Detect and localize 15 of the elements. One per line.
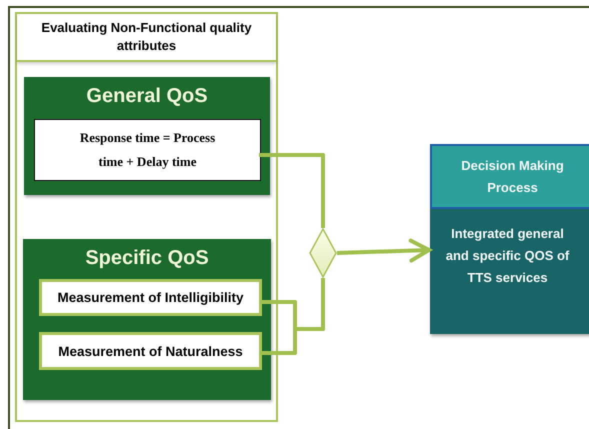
- group-box: [23, 239, 271, 400]
- connector-line: [259, 153, 325, 228]
- formula-box: Response time = Process time + Delay time: [34, 119, 261, 181]
- box-header: Decision Making Process: [430, 144, 589, 209]
- arrow: [336, 238, 431, 263]
- group-box: [24, 77, 270, 195]
- decision-diamond: [309, 228, 337, 278]
- container-panel: [15, 12, 278, 422]
- box-body: Integrated general and specific QOS of TTS services: [430, 209, 589, 334]
- process-box: Measurement of Intelligibility: [39, 279, 262, 316]
- panel-title: Evaluating Non-Functional quality attributes: [17, 14, 276, 62]
- group-title: Specific QoS: [85, 247, 209, 270]
- process-box: Measurement of Naturalness: [39, 332, 262, 370]
- group-title: General QoS: [86, 85, 208, 108]
- decision-box: [430, 144, 589, 334]
